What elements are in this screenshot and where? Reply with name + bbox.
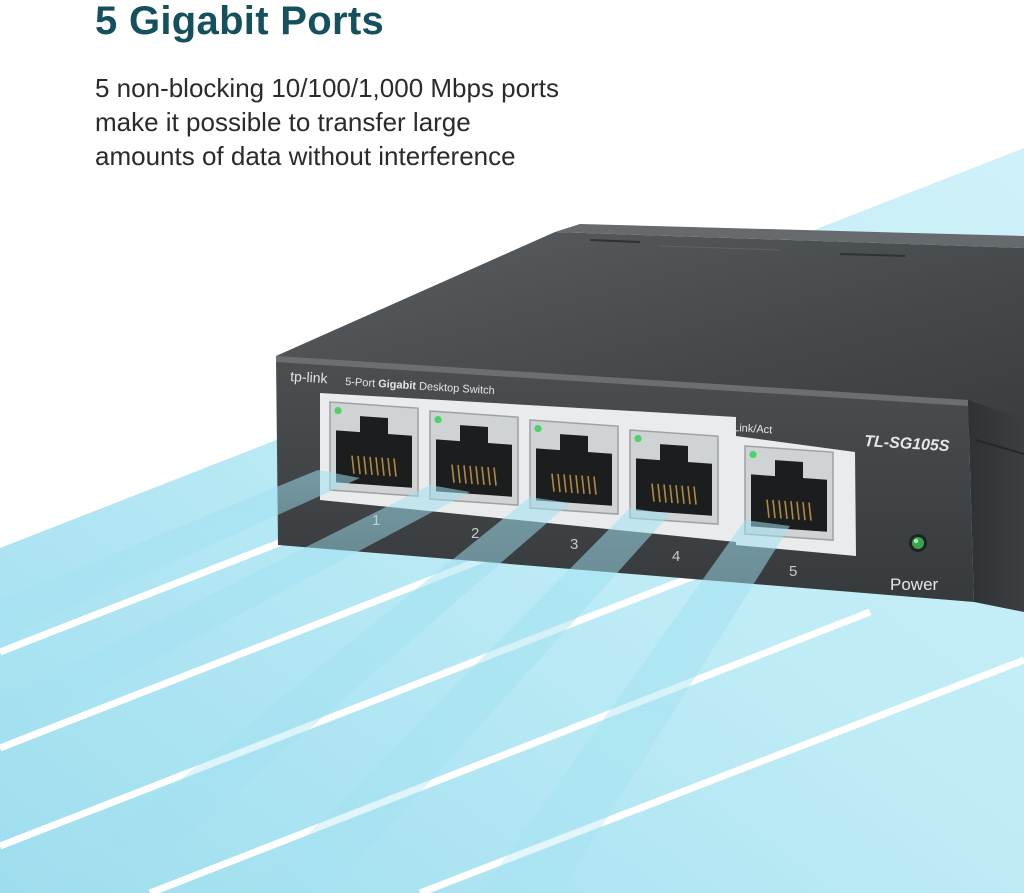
description-line-2: make it possible to transfer large xyxy=(95,107,471,137)
ports-layer xyxy=(329,401,834,541)
link-led-icon xyxy=(534,424,542,433)
ethernet-port-3 xyxy=(529,419,619,515)
port-label-4: 4 xyxy=(672,548,680,565)
port-label-3: 3 xyxy=(570,536,578,553)
front-labels: tp-link 5-Port Gigabit Desktop Switch Li… xyxy=(290,368,951,594)
description-line-1: 5 non-blocking 10/100/1,000 Mbps ports xyxy=(95,73,559,103)
link-led-icon xyxy=(634,434,642,443)
description-line-3: amounts of data without interference xyxy=(95,141,516,171)
headline: 5 Gigabit Ports xyxy=(95,0,384,43)
ethernet-port-4 xyxy=(629,429,719,525)
link-led-icon xyxy=(749,450,757,459)
ethernet-port-2 xyxy=(429,410,519,506)
power-label: Power xyxy=(890,575,939,594)
power-led-icon xyxy=(909,534,927,552)
description: 5 non-blocking 10/100/1,000 Mbps ports m… xyxy=(95,71,655,173)
ethernet-port-5 xyxy=(744,445,834,541)
device-series-label: 5-Port Gigabit Desktop Switch xyxy=(345,376,495,397)
link-led-icon xyxy=(434,415,442,424)
link-act-label: Link/Act xyxy=(733,422,773,436)
ethernet-port-1 xyxy=(329,401,419,497)
connection-beams xyxy=(0,470,790,893)
link-led-icon xyxy=(334,406,342,415)
port-label-2: 2 xyxy=(471,525,479,542)
model-label: TL-SG105S xyxy=(864,433,951,455)
brand-logo: tp-link xyxy=(290,368,329,386)
port-label-5: 5 xyxy=(789,563,797,580)
